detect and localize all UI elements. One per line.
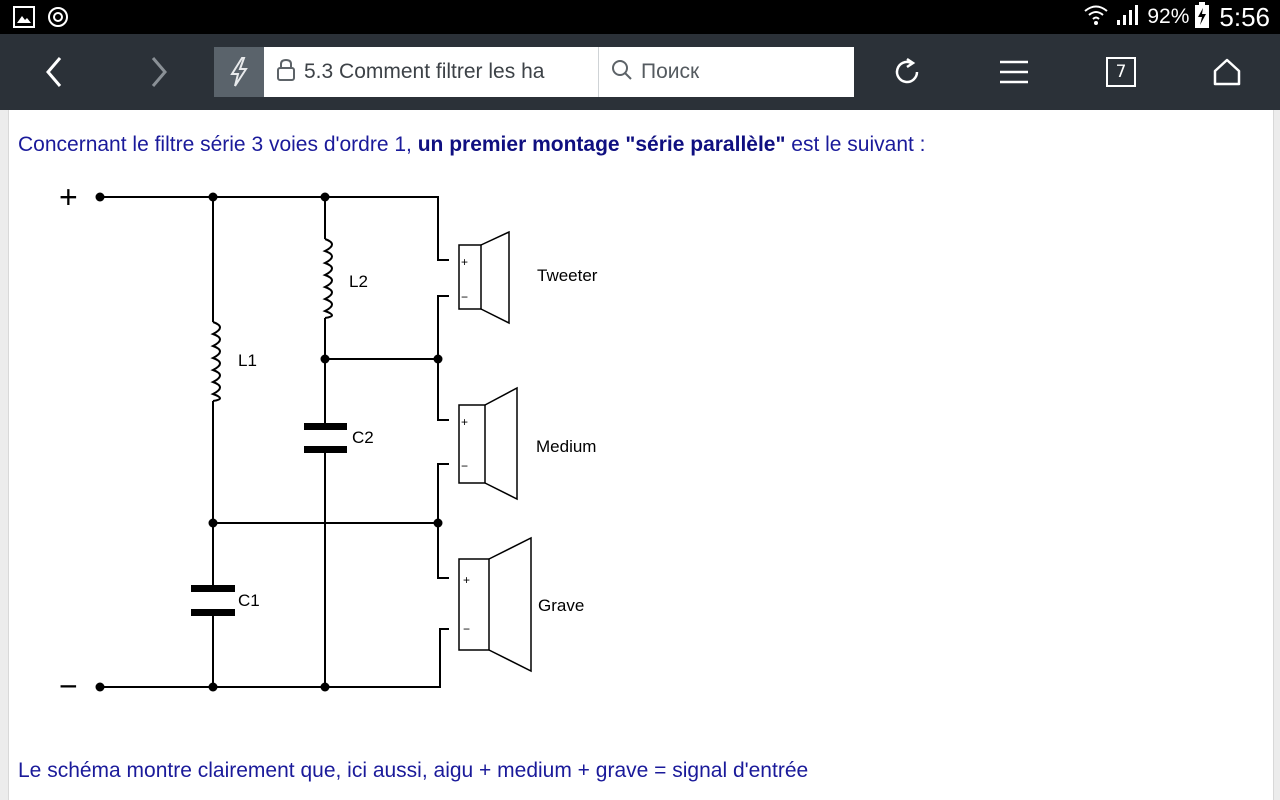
tabs-button[interactable]: 7 — [1083, 34, 1159, 110]
c2-label: C2 — [352, 428, 374, 447]
tweeter-plus-sign: + — [461, 255, 468, 269]
reload-icon — [895, 57, 919, 84]
lock-icon — [276, 58, 296, 87]
search-icon — [611, 59, 633, 86]
reader-mode-button[interactable] — [214, 47, 264, 97]
c1-plate-bottom — [191, 609, 235, 616]
junction-dot — [208, 682, 218, 692]
minus-terminal-label: − — [59, 668, 78, 704]
grave-plus-sign: + — [463, 573, 470, 587]
junction-dot — [320, 192, 330, 202]
status-right: 92% 5:56 — [1083, 1, 1270, 33]
l2-coil — [322, 238, 333, 319]
minus-terminal-dot — [95, 682, 105, 692]
grave-speaker-icon — [458, 536, 532, 673]
home-button[interactable] — [1189, 34, 1265, 110]
page-edge-left — [0, 110, 8, 800]
medium-minus-sign: − — [461, 459, 468, 473]
wifi-icon — [1083, 2, 1109, 33]
back-button[interactable] — [16, 34, 92, 110]
browser-toolbar: 5.3 Comment filtrer les ha Поиск 7 — [0, 34, 1280, 110]
bolt-icon — [230, 57, 248, 87]
tabs-icon: 7 — [1106, 57, 1136, 87]
intro-text-bold: un premier montage "série parallèle" — [417, 133, 786, 156]
signal-icon — [1115, 3, 1141, 32]
tabs-count: 7 — [1115, 62, 1127, 82]
web-page-content: Concernant le filtre série 3 voies d'ord… — [8, 110, 1274, 800]
search-field[interactable]: Поиск — [599, 47, 854, 97]
forward-button[interactable] — [121, 34, 197, 110]
medium-speaker-icon — [458, 386, 518, 501]
tweeter-minus-sign: − — [461, 290, 468, 304]
menu-icon — [1000, 60, 1028, 84]
grave-label: Grave — [538, 596, 584, 615]
url-field[interactable]: 5.3 Comment filtrer les ha — [264, 47, 599, 97]
crossover-schematic: + − L1 L2 C1 C2 Tweeter Medium Grave + −… — [59, 179, 598, 704]
junction-dot — [433, 518, 443, 528]
c2-plate-top — [304, 423, 347, 430]
junction-dot — [208, 192, 218, 202]
tweeter-label: Tweeter — [537, 266, 598, 285]
url-text: 5.3 Comment filtrer les ha — [304, 60, 545, 83]
battery-charging-icon — [1195, 1, 1210, 33]
back-icon — [46, 57, 62, 87]
junction-dot — [208, 518, 218, 528]
l1-coil — [210, 321, 221, 402]
junction-dot — [320, 354, 330, 364]
c1-label: C1 — [238, 591, 260, 610]
conclusion-paragraph: Le schéma montre clairement que, ici aus… — [18, 759, 809, 782]
medium-plus-sign: + — [461, 415, 468, 429]
gallery-icon — [12, 5, 36, 34]
clock: 5:56 — [1219, 1, 1270, 32]
junction-dot — [320, 682, 330, 692]
tweeter-speaker-icon — [458, 230, 510, 325]
page-edge-right — [1272, 110, 1280, 800]
intro-text-end: est le suivant : — [785, 133, 926, 156]
c2-plate-bottom — [304, 446, 347, 453]
intro-text-start: Concernant le filtre série 3 voies d'ord… — [18, 133, 418, 156]
forward-icon — [151, 57, 167, 87]
battery-percent: 92% — [1147, 5, 1190, 28]
menu-button[interactable] — [976, 34, 1052, 110]
c1-plate-top — [191, 585, 235, 592]
grave-minus-sign: − — [463, 622, 470, 636]
status-left — [12, 5, 70, 34]
status-bar: 92% 5:56 — [0, 0, 1280, 34]
l1-label: L1 — [238, 351, 257, 370]
address-bar: 5.3 Comment filtrer les ha Поиск — [214, 47, 854, 97]
reload-button[interactable] — [869, 34, 945, 110]
junction-dot — [433, 354, 443, 364]
sync-icon — [46, 5, 70, 34]
home-icon — [1213, 58, 1241, 86]
intro-paragraph: Concernant le filtre série 3 voies d'ord… — [18, 133, 926, 157]
search-placeholder: Поиск — [641, 60, 700, 83]
plus-terminal-dot — [95, 192, 105, 202]
plus-terminal-label: + — [59, 179, 78, 215]
l2-label: L2 — [349, 272, 368, 291]
medium-label: Medium — [536, 437, 596, 456]
